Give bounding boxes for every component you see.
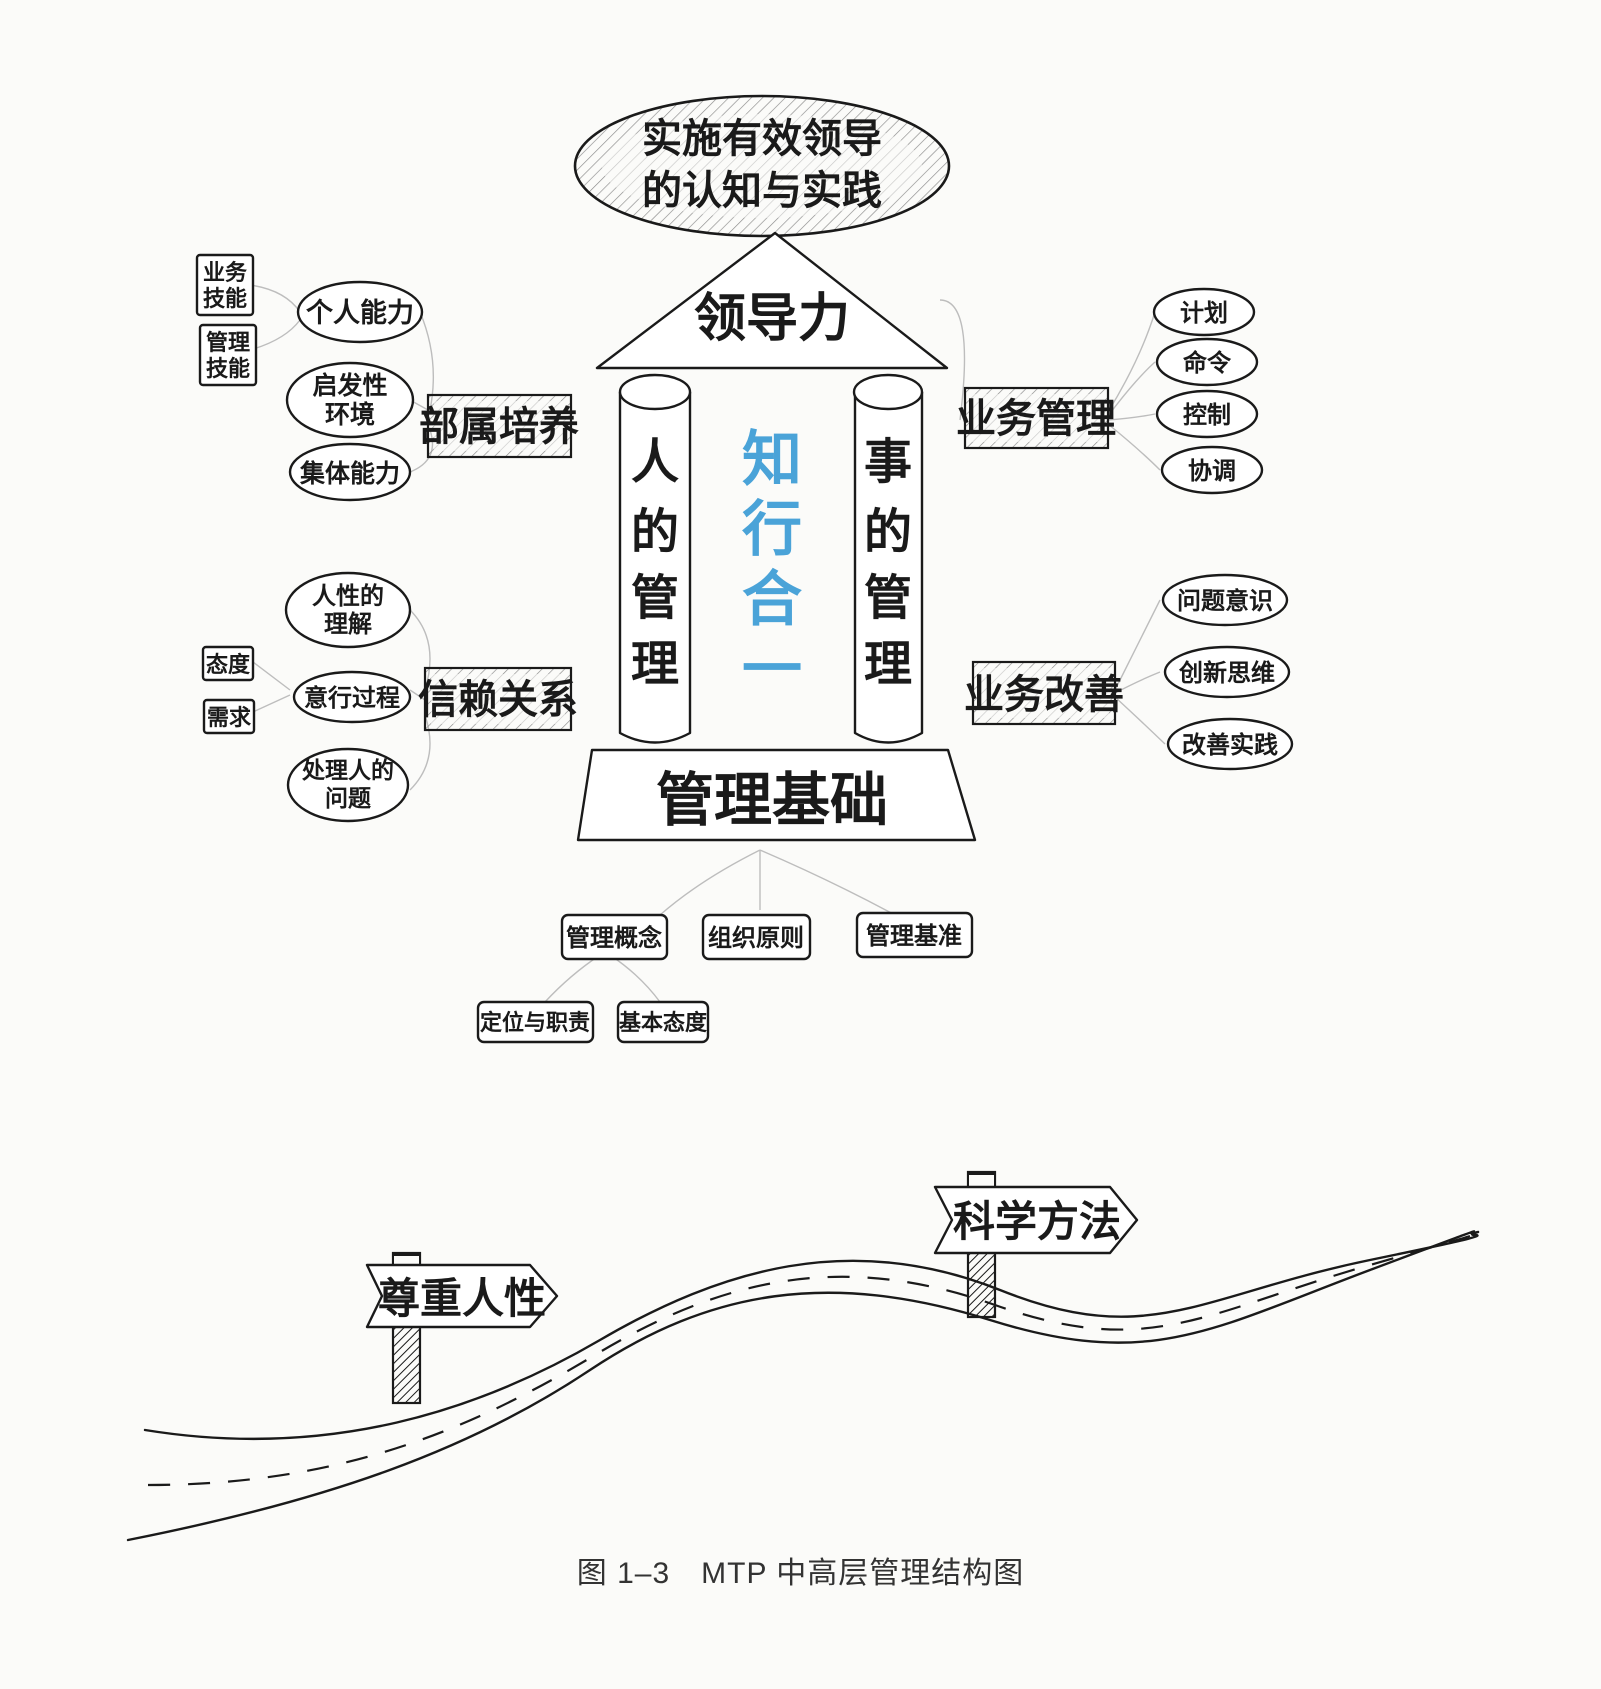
goal-cloud: 实施有效领导 的认知与实践 bbox=[573, 94, 951, 238]
motto-char-1: 知 bbox=[742, 425, 802, 495]
sub-management-line-2: 技能 bbox=[206, 356, 250, 382]
left-pillar-char-4: 理 bbox=[631, 636, 679, 692]
node-control: 控制 bbox=[1183, 401, 1231, 429]
node-coordinate: 协调 bbox=[1188, 457, 1236, 485]
left-pillar-char-2: 的 bbox=[631, 504, 679, 560]
right-pillar: 事 的 管 理 bbox=[852, 373, 924, 744]
left-pillar-char-1: 人 bbox=[631, 434, 679, 490]
hub-trust-relationship: 信赖关系 bbox=[418, 677, 578, 723]
center-motto: 知 行 合 一 bbox=[742, 425, 802, 705]
sub-business-line-1: 业务 bbox=[203, 261, 248, 286]
goal-line-2: 的认知与实践 bbox=[642, 168, 882, 214]
motto-char-3: 合 bbox=[742, 565, 802, 635]
node-improvement-practice: 改善实践 bbox=[1182, 731, 1278, 759]
group-trust-relationship: 信赖关系 人性的 理解 意行过程 处理人的 问题 态度 需求 bbox=[201, 571, 578, 823]
connector-lines bbox=[249, 284, 1166, 1003]
sub-business-line-2: 技能 bbox=[203, 286, 247, 312]
node-problem-awareness: 问题意识 bbox=[1177, 587, 1273, 615]
sub-management-line-1: 管理 bbox=[206, 330, 250, 356]
node-env-line-2: 环境 bbox=[325, 400, 375, 429]
node-people-problems-line-2: 问题 bbox=[325, 786, 371, 812]
roof-label: 领导力 bbox=[694, 289, 850, 349]
node-human-nature-line-2: 理解 bbox=[324, 610, 372, 638]
base-items: 管理概念 组织原则 管理基准 定位与职责 基本态度 bbox=[476, 911, 974, 1044]
sign-respect-humanity: 尊重人性 bbox=[378, 1274, 546, 1323]
base-item-1: 管理概念 bbox=[566, 924, 662, 952]
base-item-3: 管理基准 bbox=[866, 922, 962, 950]
left-pillar-char-3: 管 bbox=[631, 570, 679, 626]
node-intent-process: 意行过程 bbox=[304, 684, 400, 712]
group-subordinate-development: 部属培养 个人能力 启发性 环境 集体能力 业务 技能 管理 技能 bbox=[195, 253, 579, 502]
group-business-improvement: 业务改善 问题意识 创新思维 改善实践 bbox=[964, 573, 1294, 771]
right-pillar-char-1: 事 bbox=[864, 434, 912, 490]
hub-subordinate-development: 部属培养 bbox=[419, 404, 579, 450]
node-collective-ability: 集体能力 bbox=[299, 459, 400, 488]
group-business-management: 业务管理 计划 命令 控制 协调 bbox=[956, 287, 1264, 495]
node-plan: 计划 bbox=[1180, 299, 1228, 327]
figure-caption: 图 1–3 MTP 中高层管理结构图 bbox=[576, 1557, 1025, 1590]
left-pillar: 人 的 管 理 bbox=[618, 373, 692, 744]
roof: 领导力 bbox=[595, 231, 949, 370]
motto-char-4: 一 bbox=[742, 635, 802, 705]
node-env-line-1: 启发性 bbox=[312, 371, 387, 400]
hub-business-management: 业务管理 bbox=[956, 396, 1116, 442]
hub-business-improvement: 业务改善 bbox=[964, 672, 1124, 718]
goal-line-1: 实施有效领导 bbox=[642, 116, 882, 162]
sub-needs: 需求 bbox=[207, 706, 251, 731]
right-pillar-char-2: 的 bbox=[864, 504, 912, 560]
node-people-problems-line-1: 处理人的 bbox=[301, 757, 394, 784]
node-human-nature-line-1: 人性的 bbox=[312, 582, 384, 610]
base-label: 管理基础 bbox=[656, 766, 888, 834]
base-item-4: 定位与职责 bbox=[480, 1010, 590, 1036]
motto-char-2: 行 bbox=[742, 495, 802, 565]
road bbox=[126, 1230, 1480, 1542]
signpost-respect-humanity: 尊重人性 bbox=[365, 1251, 559, 1405]
sign-scientific-method: 科学方法 bbox=[953, 1197, 1121, 1246]
node-innovative-thinking: 创新思维 bbox=[1178, 659, 1275, 687]
node-command: 命令 bbox=[1183, 349, 1232, 377]
base: 管理基础 bbox=[576, 748, 977, 842]
base-item-2: 组织原则 bbox=[708, 924, 804, 952]
right-pillar-char-3: 管 bbox=[864, 570, 912, 626]
node-individual-ability: 个人能力 bbox=[306, 297, 414, 329]
base-item-5: 基本态度 bbox=[619, 1010, 708, 1036]
sub-attitude: 态度 bbox=[206, 652, 251, 678]
right-pillar-char-4: 理 bbox=[864, 636, 912, 692]
signpost-scientific-method: 科学方法 bbox=[933, 1170, 1139, 1319]
